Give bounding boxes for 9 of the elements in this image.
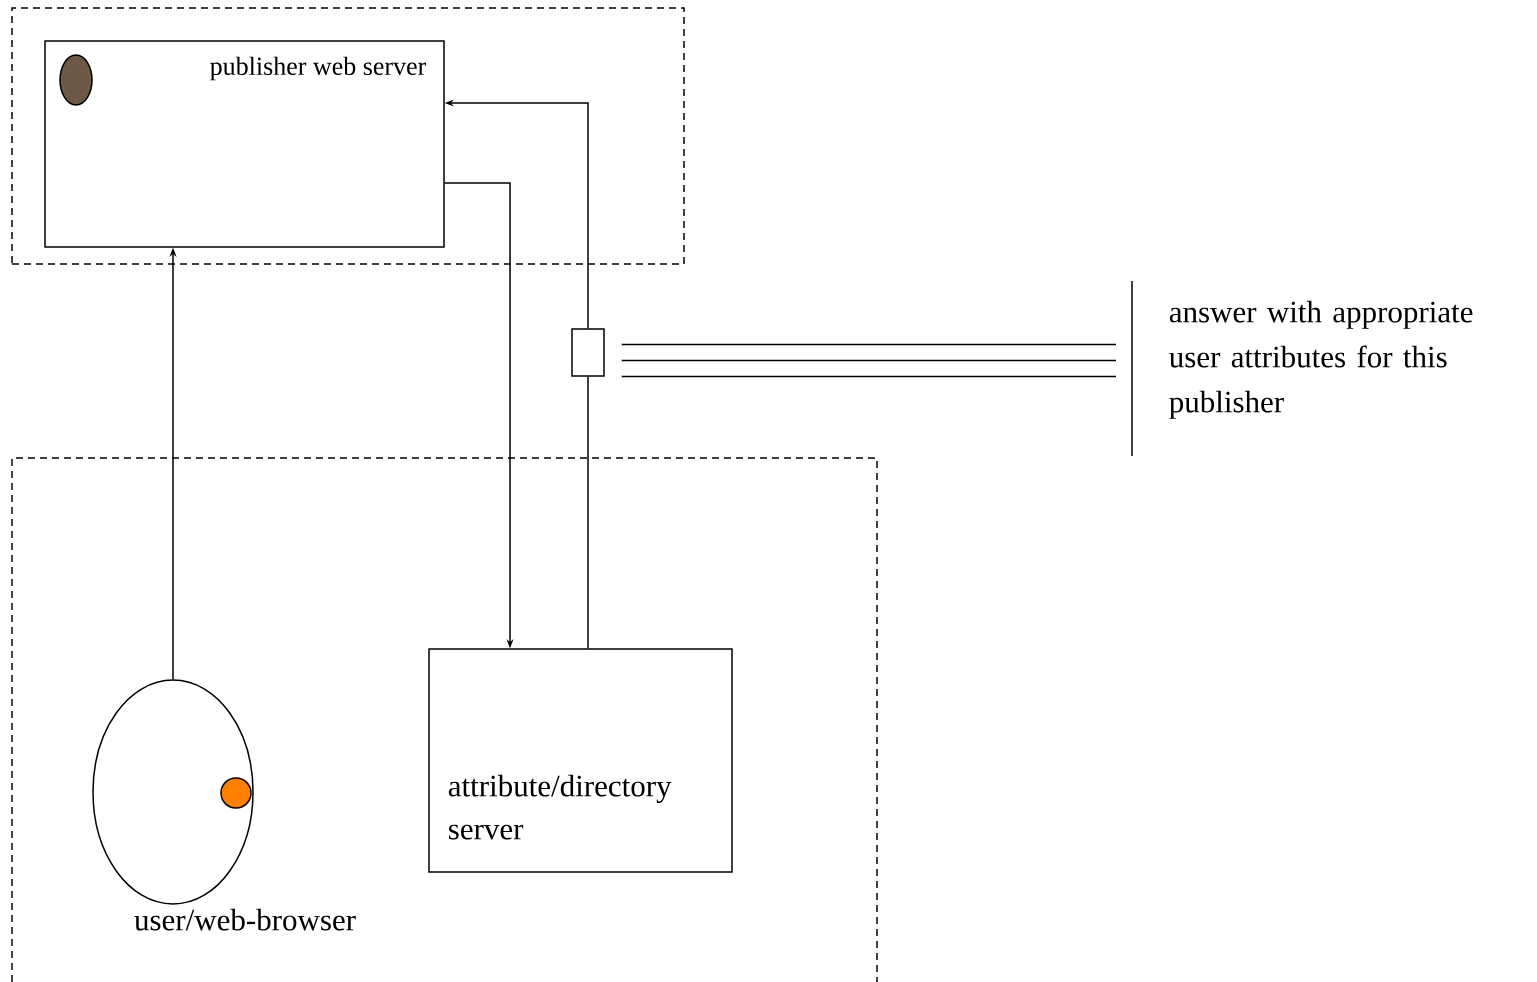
server-box: attribute/directory server — [428, 648, 733, 873]
connector-line — [587, 376, 589, 649]
callout-text: answer with appropriate user attributes for this publisher — [1131, 280, 1473, 457]
connector-line — [621, 343, 1117, 378]
dashed-boundary — [11, 7, 685, 265]
server-box: publisher web server — [44, 40, 445, 248]
node-label: user/web-browser — [134, 908, 356, 931]
connector-box — [571, 328, 605, 377]
dashed-boundary — [11, 457, 878, 982]
